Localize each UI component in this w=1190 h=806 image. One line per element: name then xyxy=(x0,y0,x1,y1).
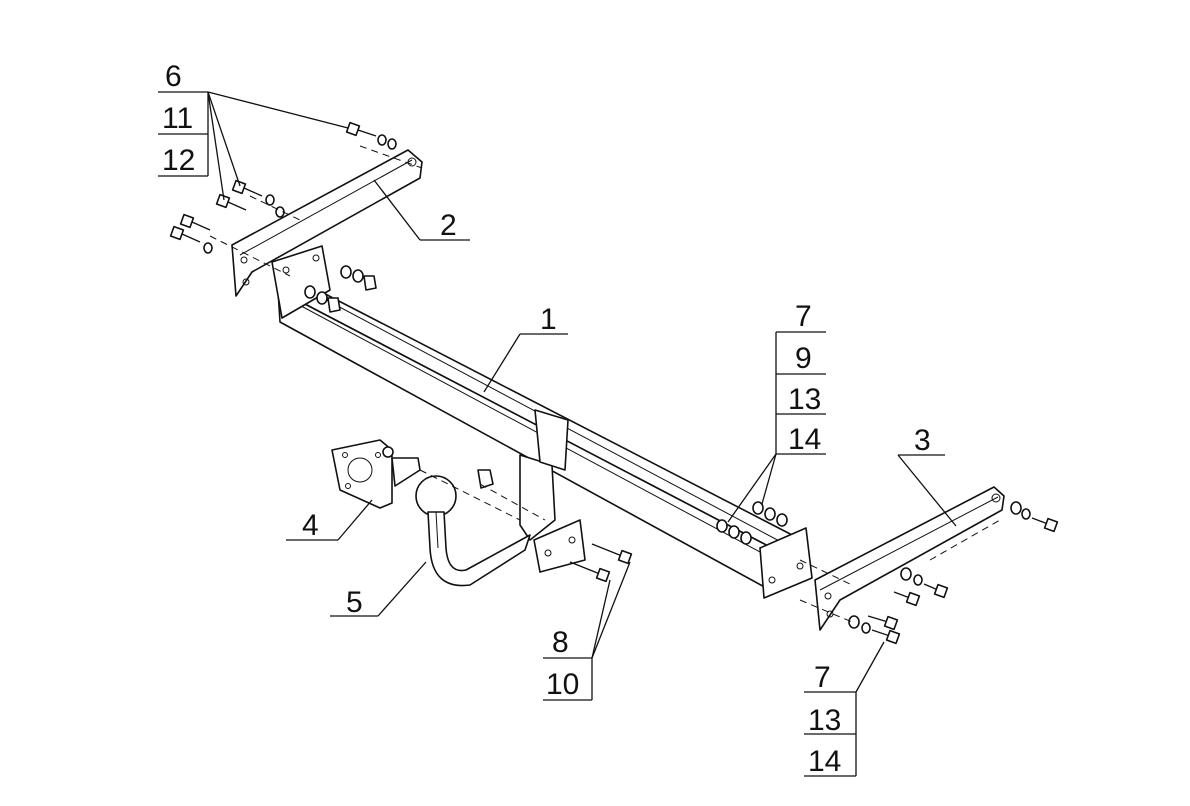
callout-label-13a: 13 xyxy=(788,383,821,416)
callout-part-5: 5 xyxy=(330,561,427,619)
bolt-low-2 xyxy=(169,225,213,254)
callout-label-14b: 14 xyxy=(808,745,841,778)
callout-label-5: 5 xyxy=(346,586,363,619)
socket-plate-part-4 xyxy=(331,439,421,509)
bolt-mid-1 xyxy=(231,179,275,206)
callout-label-4: 4 xyxy=(302,509,319,542)
bracket-part-3 xyxy=(814,486,1005,631)
callout-label-9: 9 xyxy=(795,342,812,375)
callout-label-7b: 7 xyxy=(814,661,831,694)
crossbar-part-1 xyxy=(271,245,813,599)
callout-part-4: 4 xyxy=(286,499,373,542)
callout-label-6: 6 xyxy=(165,60,182,93)
callout-label-12: 12 xyxy=(162,144,195,177)
callout-label-3: 3 xyxy=(914,424,931,457)
callout-label-1: 1 xyxy=(540,303,557,336)
callout-bottom-middle: 8 10 xyxy=(543,561,631,701)
callout-bottom-right: 7 13 14 xyxy=(804,641,885,778)
alignment-lines xyxy=(209,145,1001,623)
callout-label-7a: 7 xyxy=(795,300,812,333)
callout-part-1: 1 xyxy=(483,303,568,393)
bolt-top xyxy=(345,121,397,150)
callout-label-2: 2 xyxy=(440,209,457,242)
callout-part-3: 3 xyxy=(897,424,957,527)
bracket-part-2 xyxy=(231,149,423,297)
bolt-mid-2 xyxy=(215,193,285,218)
callout-right-group: 7 9 13 14 xyxy=(727,300,826,523)
callout-label-14a: 14 xyxy=(788,423,821,456)
callout-top-left: 6 11 12 xyxy=(158,60,349,201)
callout-label-13b: 13 xyxy=(808,704,841,737)
callout-part-2: 2 xyxy=(373,179,470,242)
towball-part-5 xyxy=(415,469,531,587)
bolt-low-1 xyxy=(179,213,211,231)
callout-label-10: 10 xyxy=(546,668,579,701)
fasteners xyxy=(169,121,1059,645)
callout-label-8: 8 xyxy=(552,626,569,659)
callout-label-11: 11 xyxy=(162,102,193,135)
